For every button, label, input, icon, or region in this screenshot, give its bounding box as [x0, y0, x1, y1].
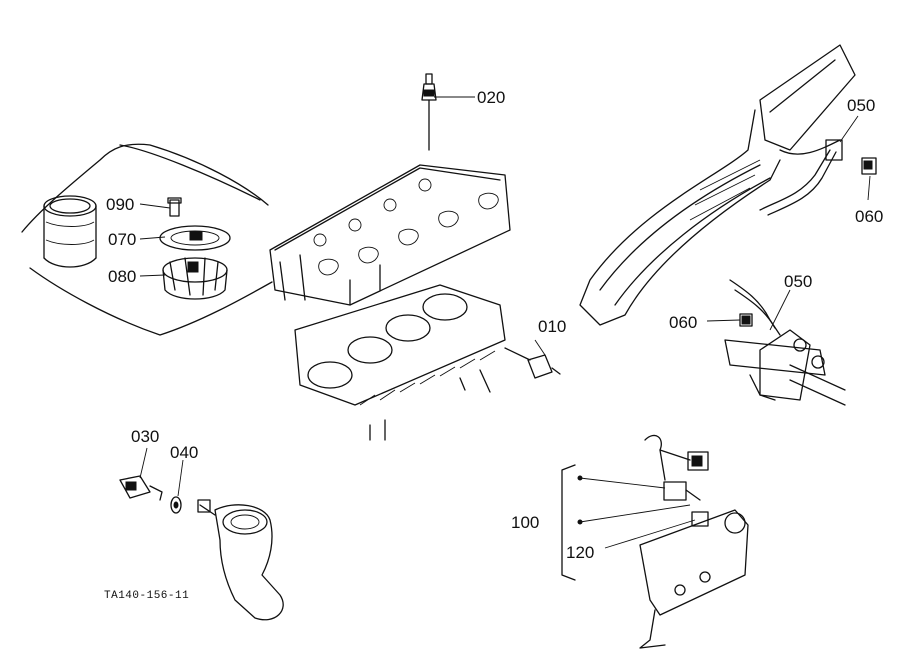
cylinder-block [294, 284, 561, 441]
drawing-code: TA140-156-11 [104, 590, 189, 602]
sensor-bracket-assembly [724, 279, 846, 406]
label-120: 120 [566, 543, 594, 562]
label-050-middle: 050 [784, 272, 812, 291]
water-flange-assembly [119, 475, 284, 621]
label-060-middle: 060 [669, 313, 697, 332]
dipstick-guide-bracket [579, 44, 877, 326]
label-020: 020 [477, 88, 505, 107]
label-030: 030 [131, 427, 159, 446]
leader-lines [139, 96, 871, 549]
thermostat-assembly [21, 143, 273, 336]
label-040: 040 [170, 443, 198, 462]
label-070: 070 [108, 230, 136, 249]
label-080: 080 [108, 267, 136, 286]
label-010: 010 [538, 317, 566, 336]
label-100: 100 [511, 513, 539, 532]
sensor-mounting-plate [561, 434, 749, 649]
label-060-top: 060 [855, 207, 883, 226]
part-labels: 020 010 030 040 050 060 050 060 090 070 … [104, 88, 883, 602]
label-050-top: 050 [847, 96, 875, 115]
cylinder-head [269, 73, 511, 306]
label-090: 090 [106, 195, 134, 214]
